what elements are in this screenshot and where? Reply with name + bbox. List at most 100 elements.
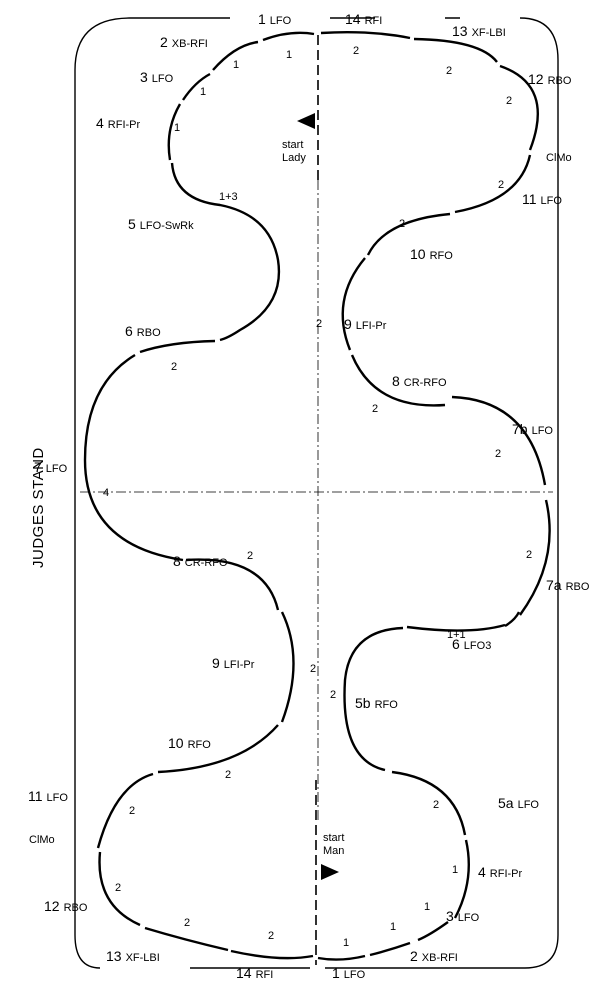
beat-count: 2 xyxy=(316,318,322,330)
beat-count: 2 xyxy=(446,65,452,77)
edge-m5b xyxy=(343,626,404,772)
edge-m2 xyxy=(369,941,411,957)
beat-count: 1 xyxy=(452,864,458,876)
edge-m5a xyxy=(391,770,467,836)
edge-m7a xyxy=(519,499,551,616)
beat-count: 4 xyxy=(103,487,109,499)
beat-count: 2 xyxy=(526,549,532,561)
edge-u7b xyxy=(451,395,547,486)
edge-m3 xyxy=(417,921,449,942)
judges-stand-label: JUDGES STAND xyxy=(30,447,47,568)
edge-5 xyxy=(170,162,281,342)
edge-8 xyxy=(185,558,280,611)
beat-count: 1 xyxy=(286,49,292,61)
edge-m4 xyxy=(453,839,470,919)
beat-count: 2 xyxy=(353,45,359,57)
beat-count: 2 xyxy=(506,95,512,107)
beat-count: 2 xyxy=(310,663,316,675)
edge-1 xyxy=(262,31,315,42)
beat-count: 2 xyxy=(372,403,378,415)
beat-count: 2 xyxy=(115,882,121,894)
beat-count: 1+3 xyxy=(219,191,238,203)
edge-u10 xyxy=(366,212,451,256)
beat-count: 2 xyxy=(330,689,336,701)
beat-count: 1+1 xyxy=(447,629,466,641)
beat-count: 2 xyxy=(247,550,253,562)
edge-u8 xyxy=(350,354,446,407)
beat-count: 1 xyxy=(424,901,430,913)
edge-10 xyxy=(157,724,279,774)
edge-4 xyxy=(167,103,182,161)
upper-pattern-track xyxy=(83,30,547,960)
edge-3 xyxy=(182,72,211,101)
beat-count: 1 xyxy=(343,937,349,949)
edge-13 xyxy=(144,926,229,952)
edge-2 xyxy=(212,40,259,71)
beat-count: 2 xyxy=(184,917,190,929)
choctaw-label-lower: ClMo xyxy=(29,834,55,846)
beat-count: 2 xyxy=(171,361,177,373)
edge-u11 xyxy=(454,154,532,214)
edge-6 xyxy=(139,339,216,354)
start-lady-arrow xyxy=(297,113,315,129)
beat-count: 2 xyxy=(495,448,501,460)
beat-count: 1 xyxy=(233,59,239,71)
edge-9 xyxy=(280,611,295,723)
edge-11 xyxy=(96,772,154,849)
beat-count: 2 xyxy=(225,769,231,781)
beat-count: 1 xyxy=(390,921,396,933)
edge-m1 xyxy=(317,954,366,961)
edge-m6-hook xyxy=(504,611,521,628)
edge-12 xyxy=(98,851,141,927)
beat-count: 2 xyxy=(129,805,135,817)
edge-m6 xyxy=(406,623,506,632)
beat-count: 1 xyxy=(200,86,206,98)
edge-u14 xyxy=(320,30,411,40)
beat-count: 2 xyxy=(268,930,274,942)
beat-count: 2 xyxy=(498,179,504,191)
edge-14 xyxy=(230,949,314,960)
edge-u12 xyxy=(499,64,539,151)
beat-count: 2 xyxy=(433,799,439,811)
lower-pattern-track xyxy=(317,499,551,961)
edge-7 xyxy=(83,353,184,562)
start-man-arrow xyxy=(321,864,339,880)
beat-count: 2 xyxy=(399,218,405,230)
edge-u9 xyxy=(341,257,366,351)
beat-count: 1 xyxy=(174,122,180,134)
choctaw-label-upper: ClMo xyxy=(546,152,572,164)
